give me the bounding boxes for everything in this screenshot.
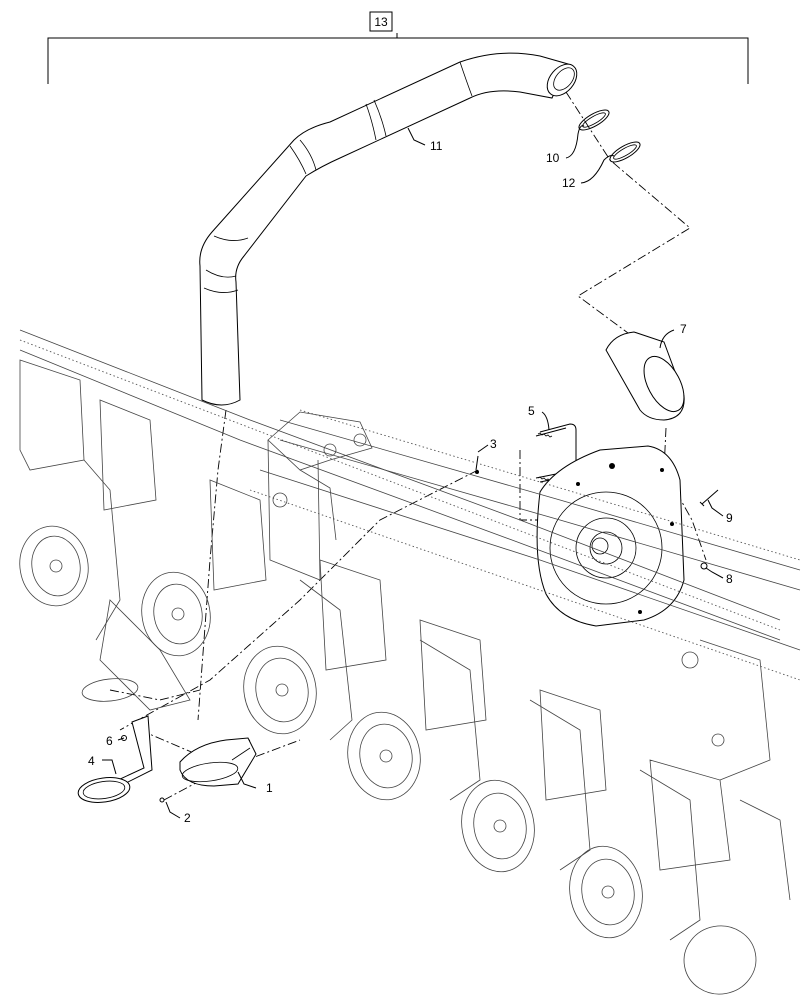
row-unit-6 — [539, 689, 701, 941]
clamp-part-12 — [609, 141, 641, 163]
row-unit-4 — [319, 559, 481, 801]
callout-labels: 1 2 3 4 5 6 7 8 9 10 11 12 — [88, 139, 733, 825]
callout-2[interactable]: 2 — [184, 811, 191, 825]
plate-part-1 — [159, 737, 257, 803]
row-unit-7 — [649, 639, 791, 995]
callout-7[interactable]: 7 — [680, 322, 687, 336]
callout-6[interactable]: 6 — [106, 734, 113, 748]
row-unit-1 — [19, 359, 121, 641]
row-unit-5 — [419, 619, 591, 873]
assembly-bracket: 13 — [47, 11, 749, 84]
fan-housing — [536, 445, 685, 627]
planter-toolbar — [19, 329, 801, 995]
clamp-part-10 — [578, 109, 610, 131]
callout-1[interactable]: 1 — [266, 781, 273, 795]
callout-10[interactable]: 10 — [546, 151, 560, 165]
callout-8[interactable]: 8 — [726, 572, 733, 586]
callout-9[interactable]: 9 — [726, 511, 733, 525]
row-unit-3 — [209, 479, 353, 741]
callout-4[interactable]: 4 — [88, 754, 95, 768]
center-lines — [109, 91, 707, 801]
callout-11[interactable]: 11 — [430, 139, 443, 153]
hose-part-11 — [199, 52, 578, 406]
adapter-part-7 — [605, 331, 685, 421]
callout-5[interactable]: 5 — [528, 404, 535, 418]
callout-13[interactable]: 13 — [374, 15, 388, 29]
callout-12[interactable]: 12 — [562, 176, 576, 190]
bracket-part-4 — [77, 715, 153, 803]
leader-lines — [102, 125, 724, 819]
callout-3[interactable]: 3 — [490, 437, 497, 451]
row-unit-2 — [81, 399, 211, 711]
